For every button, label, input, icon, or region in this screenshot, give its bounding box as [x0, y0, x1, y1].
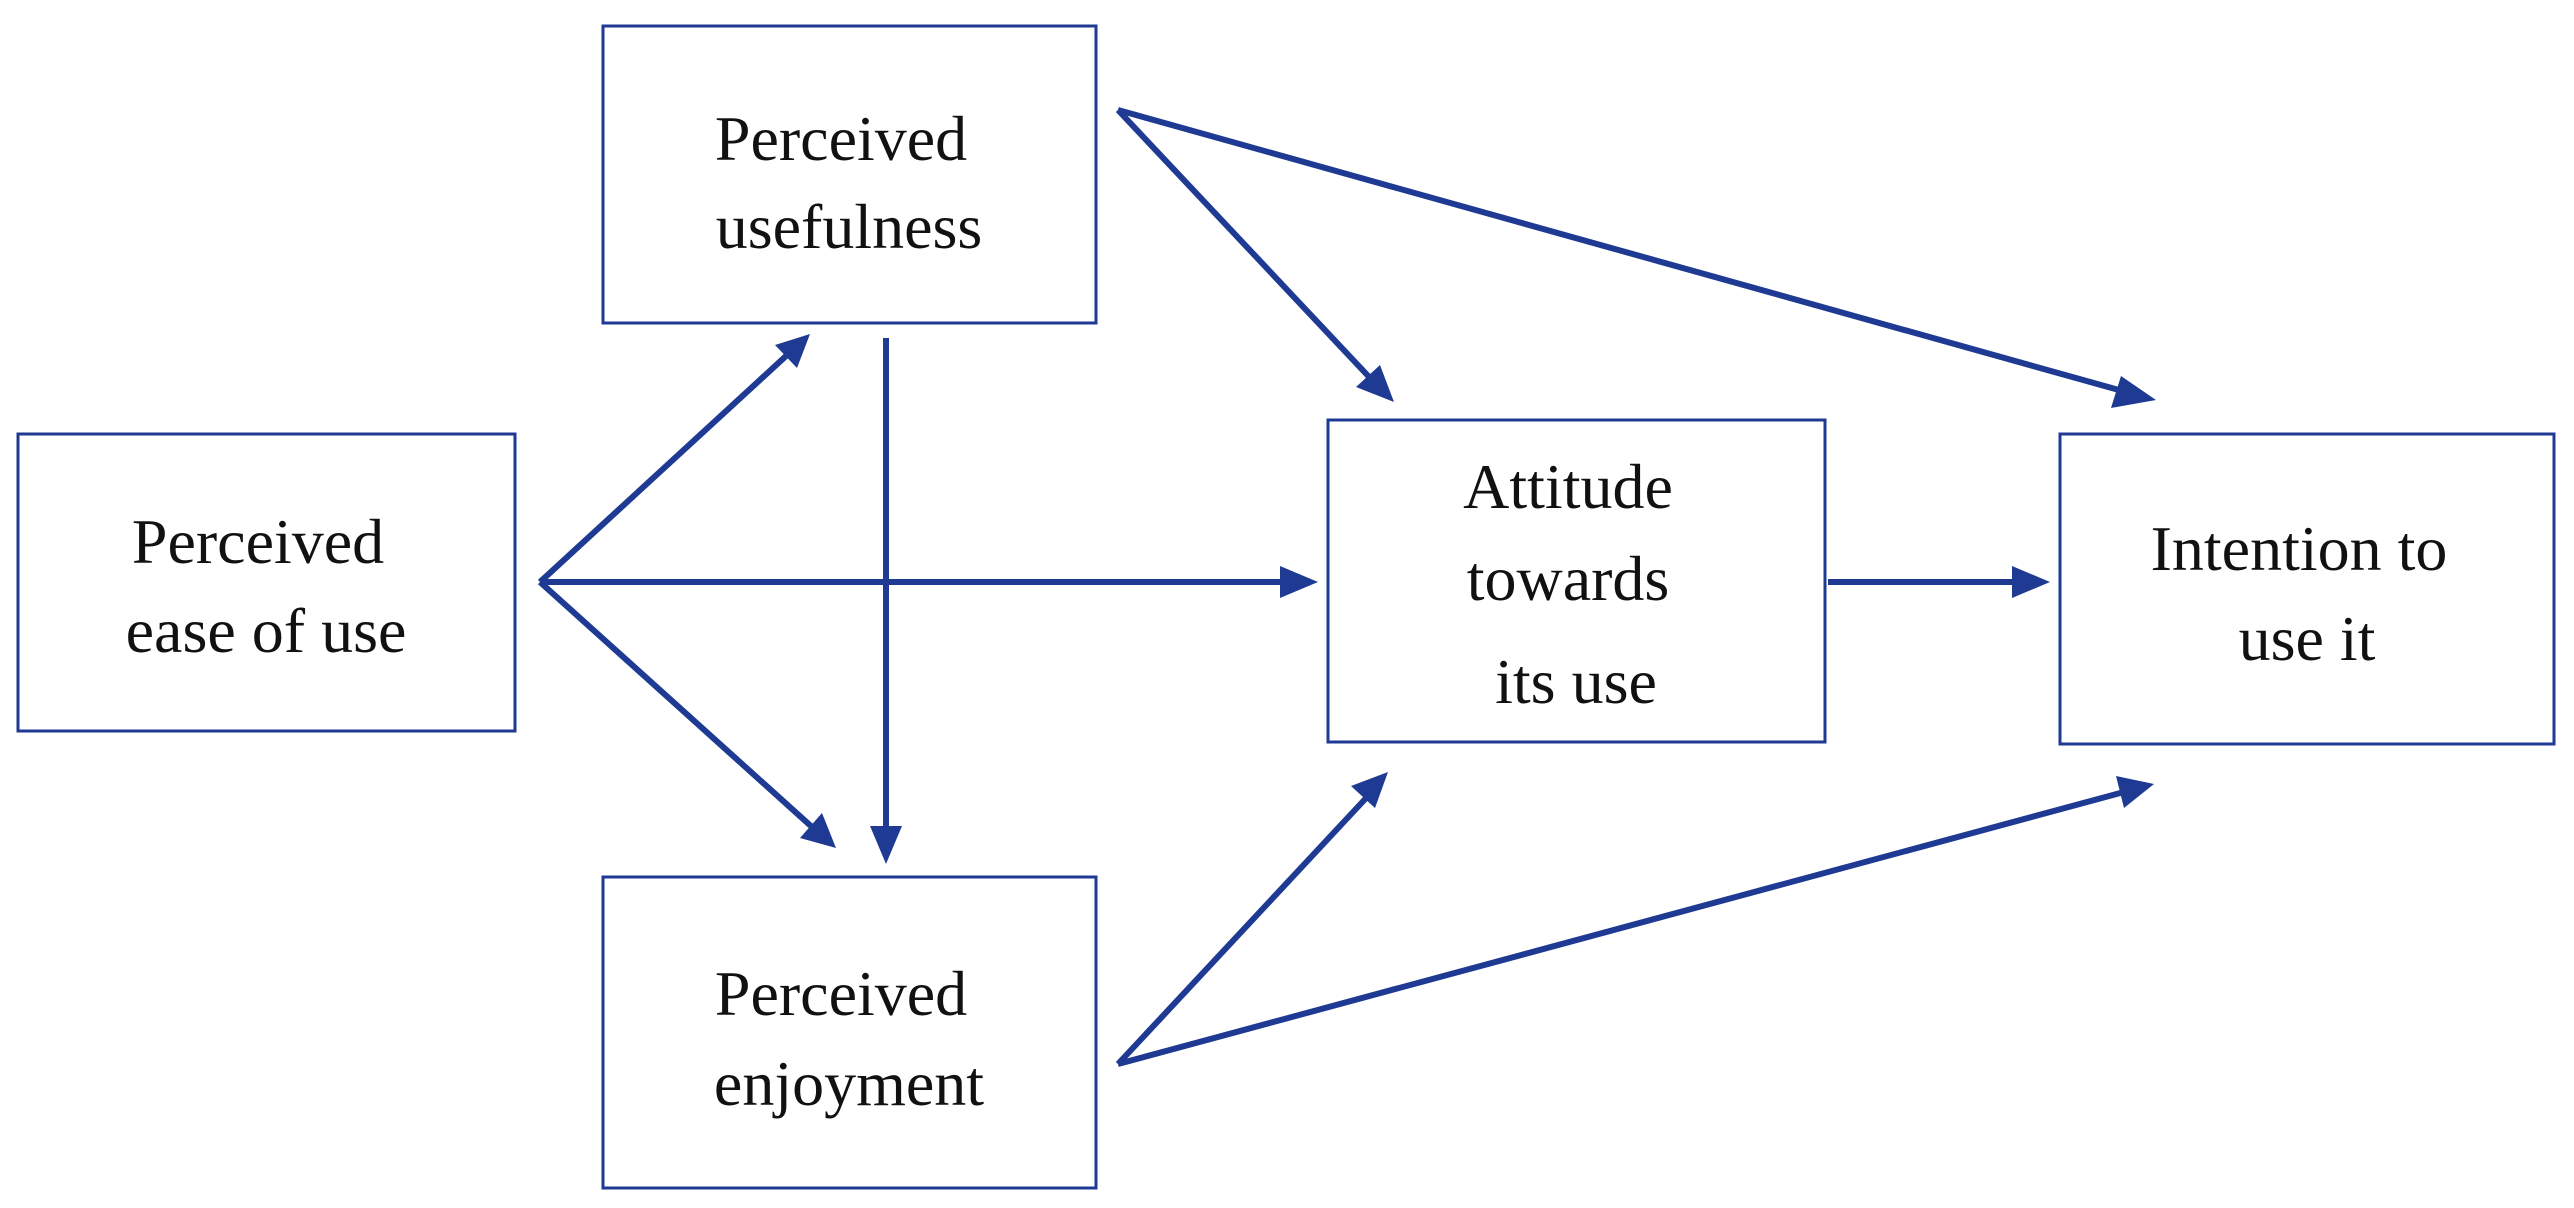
node-label: Perceived ease of use: [126, 506, 407, 666]
arrowhead-icon: [1280, 566, 1318, 598]
node-label-line: its use: [1495, 646, 1657, 717]
edge-usefulness-to-attitude: [1115, 107, 1394, 402]
edge-line: [537, 353, 789, 585]
arrowhead-icon: [2111, 376, 2156, 408]
node-perceived-ease-of-use: Perceived ease of use: [16, 432, 517, 733]
node-box: [601, 24, 1098, 325]
edge-line: [1115, 107, 1375, 383]
node-box: [2058, 432, 2556, 746]
arrowhead-icon: [2116, 776, 2154, 808]
edge-usefulness-to-enjoyment: [870, 338, 902, 864]
node-label-line: use it: [2239, 603, 2376, 674]
node-label-line: Perceived: [715, 958, 967, 1029]
node-label: Attitude towards its use: [1463, 451, 1689, 717]
node-label-line: enjoyment: [714, 1048, 984, 1119]
node-perceived-enjoyment: Perceived enjoyment: [601, 875, 1098, 1190]
edge-attitude-to-intention: [1828, 566, 2050, 598]
node-label: Perceived usefulness: [715, 103, 983, 262]
edge-line: [1117, 789, 2125, 1067]
node-box: [16, 432, 517, 733]
node-box: [1326, 418, 1827, 744]
node-label-line: usefulness: [716, 191, 983, 262]
node-label-line: Attitude: [1463, 451, 1673, 522]
node-label-line: ease of use: [126, 595, 407, 666]
node-label-line: Perceived: [132, 506, 384, 577]
node-intention-to-use-it: Intention to use it: [2058, 432, 2556, 746]
edge-line: [1117, 107, 2127, 395]
node-label-line: towards: [1467, 543, 1670, 614]
arrowhead-icon: [870, 826, 902, 864]
node-box: [601, 875, 1098, 1190]
edge-usefulness-to-intention: [1117, 107, 2156, 408]
node-label-line: Intention to: [2151, 513, 2448, 584]
arrowhead-icon: [775, 334, 810, 368]
arrowhead-icon: [800, 813, 836, 848]
arrowhead-icon: [1351, 772, 1388, 808]
edge-ease-to-enjoyment: [537, 579, 836, 848]
edge-ease-to-usefulness: [537, 334, 810, 585]
node-attitude-towards-its-use: Attitude towards its use: [1326, 418, 1827, 744]
edge-line: [1115, 793, 1371, 1067]
edge-line: [537, 579, 815, 830]
edge-ease-to-attitude: [540, 566, 1318, 598]
edge-enjoyment-to-attitude: [1115, 772, 1388, 1067]
node-label: Perceived enjoyment: [714, 958, 984, 1119]
arrowhead-icon: [2012, 566, 2050, 598]
node-perceived-usefulness: Perceived usefulness: [601, 24, 1098, 325]
edge-enjoyment-to-intention: [1117, 776, 2154, 1067]
node-label-line: Perceived: [715, 103, 967, 174]
node-label: Intention to use it: [2151, 513, 2464, 674]
arrowhead-icon: [1356, 365, 1394, 402]
